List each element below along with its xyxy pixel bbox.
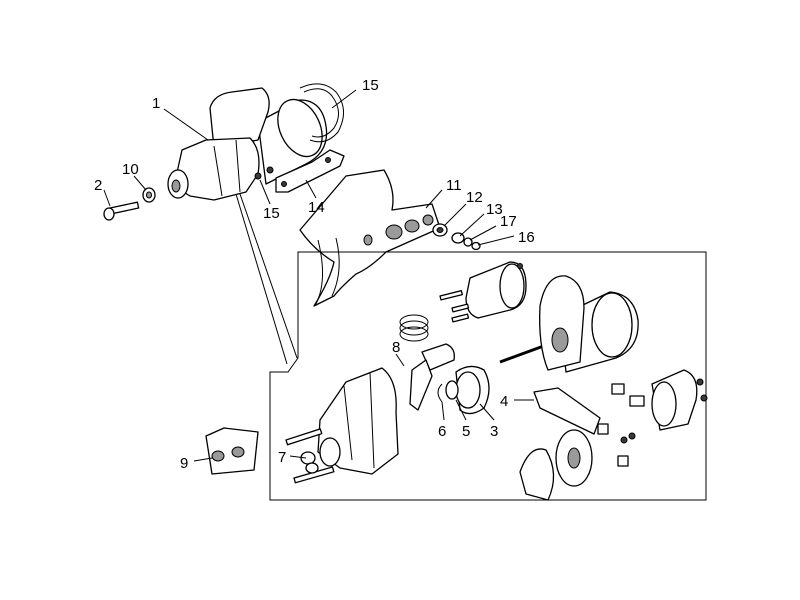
callout-5: 5 xyxy=(462,423,470,440)
leader-lines xyxy=(103,89,534,462)
callout-7: 7 xyxy=(278,449,286,466)
callout-8: 8 xyxy=(392,339,400,356)
callout-9: 9 xyxy=(180,455,188,472)
pinion-drive xyxy=(455,365,490,415)
bolt xyxy=(103,201,140,221)
callout-2: 2 xyxy=(94,177,102,194)
spacer xyxy=(432,223,448,237)
cap-nut xyxy=(471,241,481,251)
stop-ring xyxy=(445,380,459,400)
callout-4: 4 xyxy=(500,393,508,410)
shift-fork xyxy=(409,359,433,411)
callout-15-lower: 15 xyxy=(263,205,280,222)
end-cover xyxy=(519,448,555,501)
callout-labels: 1 2 10 15 15 14 11 12 13 17 16 8 4 6 5 3… xyxy=(94,77,535,472)
clamp-band xyxy=(299,83,344,143)
washer xyxy=(142,187,156,203)
plunger xyxy=(421,343,455,371)
solenoid xyxy=(465,261,527,319)
callout-3: 3 xyxy=(490,423,498,440)
callout-17: 17 xyxy=(500,213,517,230)
housing-bolts xyxy=(285,428,335,484)
callout-12: 12 xyxy=(466,189,483,206)
armature xyxy=(499,275,639,373)
callout-11: 11 xyxy=(446,177,462,194)
circlip xyxy=(437,383,443,403)
bushing xyxy=(300,451,319,474)
callout-14: 14 xyxy=(308,199,325,216)
return-spring xyxy=(399,314,429,342)
callout-15-upper: 15 xyxy=(362,77,379,94)
heat-shield xyxy=(299,169,441,307)
detail-box xyxy=(269,251,707,501)
commutator-end-cap xyxy=(651,369,708,431)
callout-6: 6 xyxy=(438,423,446,440)
rear-support-bracket xyxy=(205,427,259,475)
mounting-bracket xyxy=(275,149,345,193)
drive-end-housing xyxy=(317,367,399,475)
callout-10: 10 xyxy=(122,161,139,178)
brush-holder-plate xyxy=(533,387,601,487)
callout-16: 16 xyxy=(518,229,535,246)
solenoid-bolts xyxy=(439,290,470,323)
starter-motor-assembly xyxy=(167,87,328,201)
detail-connector-lines xyxy=(235,193,298,365)
callout-1: 1 xyxy=(152,95,160,112)
brushes xyxy=(597,383,645,467)
callout-13: 13 xyxy=(486,201,503,218)
